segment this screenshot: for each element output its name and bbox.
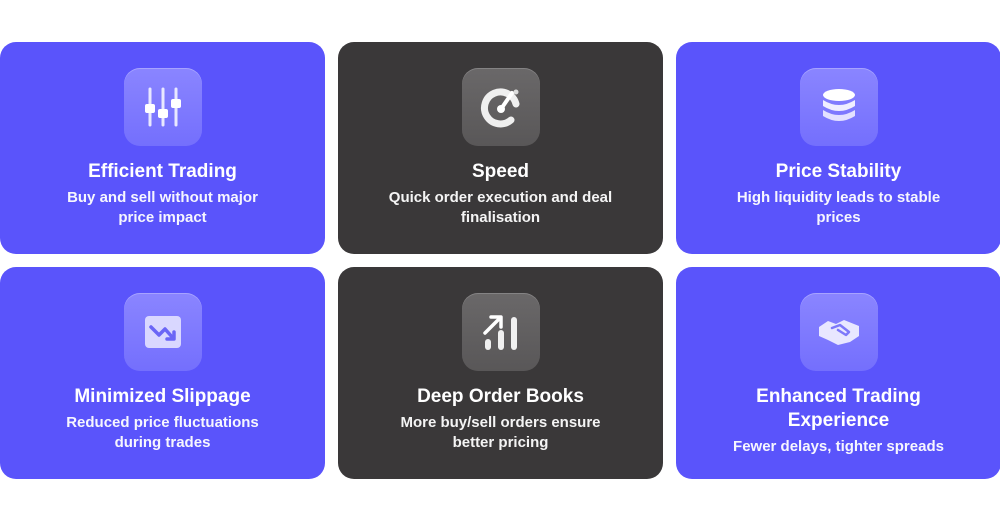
database-stack-icon — [799, 68, 878, 146]
card-description: Reduced price fluctuations during trades — [66, 414, 259, 451]
card-description: High liquidity leads to stable prices — [736, 189, 941, 226]
card-title: Minimized Slippage — [74, 386, 251, 407]
feature-card-price-stability: Price Stability High liquidity leads to … — [676, 42, 1000, 254]
card-title: Price Stability — [775, 161, 902, 182]
card-description: Quick order execution and deal finalisat… — [388, 189, 613, 226]
card-title: Efficient Trading — [88, 161, 237, 182]
card-description: Fewer delays, tighter spreads — [733, 438, 944, 455]
card-description: More buy/sell orders ensure better prici… — [400, 414, 601, 451]
feature-card-minimized-slippage: Minimized Slippage Reduced price fluctua… — [0, 267, 325, 479]
feature-card-speed: Speed Quick order execution and deal fin… — [338, 42, 663, 254]
growth-chart-icon — [461, 293, 540, 371]
feature-card-deep-order-books: Deep Order Books More buy/sell orders en… — [338, 267, 663, 479]
handshake-icon — [799, 293, 878, 371]
speedometer-icon — [461, 68, 540, 146]
trend-down-icon — [123, 293, 202, 371]
sliders-icon — [123, 68, 202, 146]
card-title: Enhanced Trading Experience — [756, 386, 921, 431]
card-title: Deep Order Books — [417, 386, 584, 407]
card-title: Speed — [471, 161, 530, 182]
features-grid: Efficient Trading Buy and sell without m… — [0, 42, 1000, 479]
card-description: Buy and sell without major price impact — [67, 189, 258, 226]
feature-card-efficient-trading: Efficient Trading Buy and sell without m… — [0, 42, 325, 254]
feature-card-enhanced-trading-experience: Enhanced Trading Experience Fewer delays… — [676, 267, 1000, 479]
